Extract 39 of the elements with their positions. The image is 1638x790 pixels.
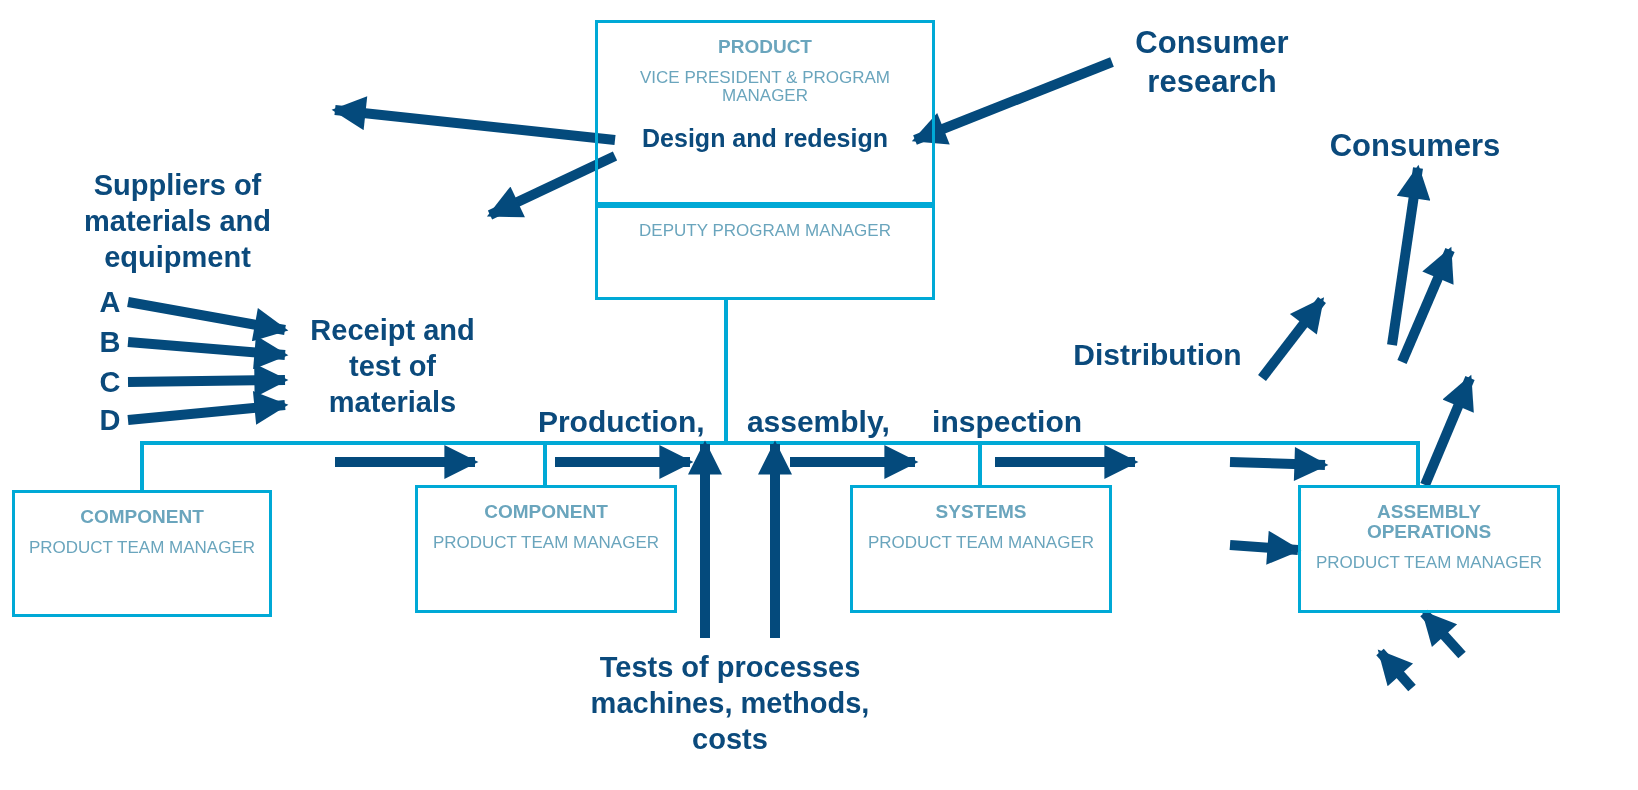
box-heading: ASSEMBLY OPERATIONS [1365, 502, 1493, 542]
arrow [688, 440, 722, 638]
box-text: VICE PRESIDENT & PROGRAM MANAGER [639, 69, 891, 105]
org-chart-box [415, 485, 677, 613]
step-label: Tests of processes machines, methods, costs [555, 638, 905, 768]
box-heading: SYSTEMS [935, 502, 1027, 522]
arrow [1258, 296, 1326, 382]
org-chart-box [850, 485, 1112, 613]
box-text: PRODUCT TEAM MANAGER [1315, 554, 1543, 572]
step-label: Distribution [1050, 332, 1265, 378]
step-label: Design and redesign [615, 118, 915, 158]
box-text: PRODUCT TEAM MANAGER [432, 534, 660, 552]
arrow [1420, 374, 1475, 487]
arrow [127, 391, 289, 425]
connector-line [724, 300, 1420, 485]
step-label: Suppliers of materials and equipment [35, 162, 320, 280]
arrow [758, 440, 792, 638]
org-chart-box [595, 20, 935, 205]
step-label: C [92, 364, 128, 400]
box-text: PRODUCT TEAM MANAGER [28, 539, 256, 557]
step-label: A [92, 284, 128, 320]
arrow [911, 57, 1114, 145]
box-heading: COMPONENT [80, 507, 204, 527]
arrow [486, 151, 618, 220]
arrow [1387, 164, 1431, 346]
org-chart-box [12, 490, 272, 617]
step-label: Consumer research [1112, 20, 1312, 104]
step-label: B [92, 324, 128, 360]
box-text: PRODUCT TEAM MANAGER [867, 534, 1095, 552]
arrow [331, 96, 616, 145]
arrow [127, 297, 289, 342]
box-heading: PRODUCT [718, 37, 812, 57]
step-label: Consumers [1305, 122, 1525, 168]
box-heading: COMPONENT [484, 502, 608, 522]
arrow [127, 335, 289, 370]
step-label: D [92, 402, 128, 438]
org-chart-box [1298, 485, 1560, 613]
org-chart-box [595, 205, 935, 300]
box-text: DEPUTY PROGRAM MANAGER [639, 222, 891, 240]
